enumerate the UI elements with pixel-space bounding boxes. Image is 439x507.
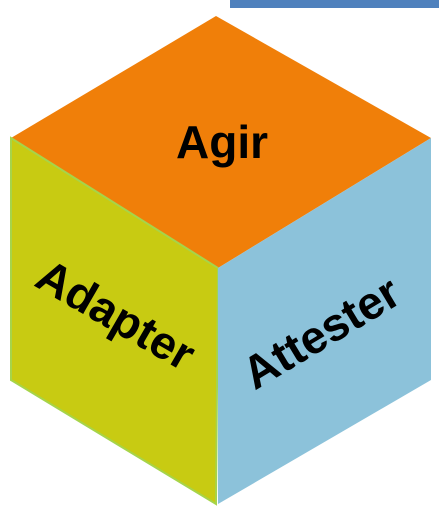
- left-face: [10, 136, 220, 506]
- top-face: [11, 16, 431, 268]
- right-face: [218, 138, 431, 504]
- top-face-label: Agir: [176, 116, 268, 168]
- top-accent-bar: [230, 0, 439, 8]
